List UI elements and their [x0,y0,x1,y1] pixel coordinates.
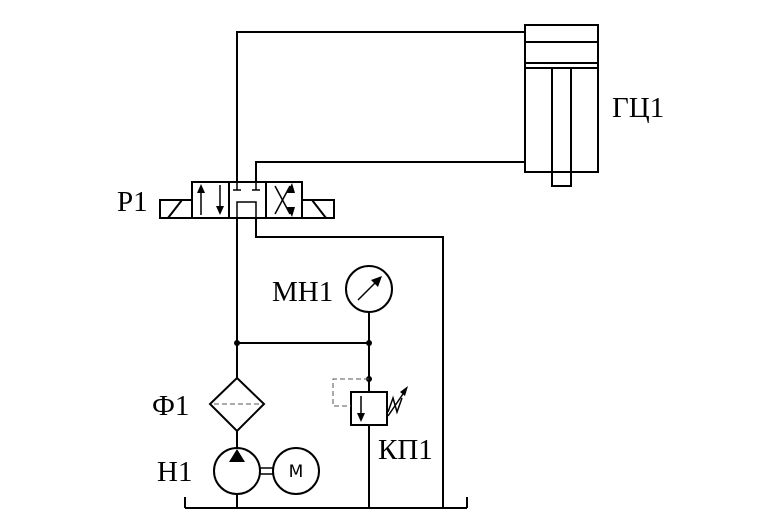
cylinder-label: ГЦ1 [612,92,664,124]
pressure-gauge [345,265,393,313]
electric-motor: М [272,447,320,495]
motor-label: М [289,462,304,482]
coupling [260,467,273,475]
hydraulic-cylinder [524,24,599,187]
tank [184,497,468,509]
pump-label: Н1 [157,456,192,488]
filter [208,376,266,433]
directional-valve [159,181,335,219]
relief-valve [332,378,408,426]
pump [213,447,261,495]
filter-label: Ф1 [152,390,189,422]
gauge-label: МН1 [272,276,333,308]
pipelines [234,31,525,508]
valve-label: Р1 [117,186,148,218]
relief-valve-label: КП1 [378,434,433,466]
